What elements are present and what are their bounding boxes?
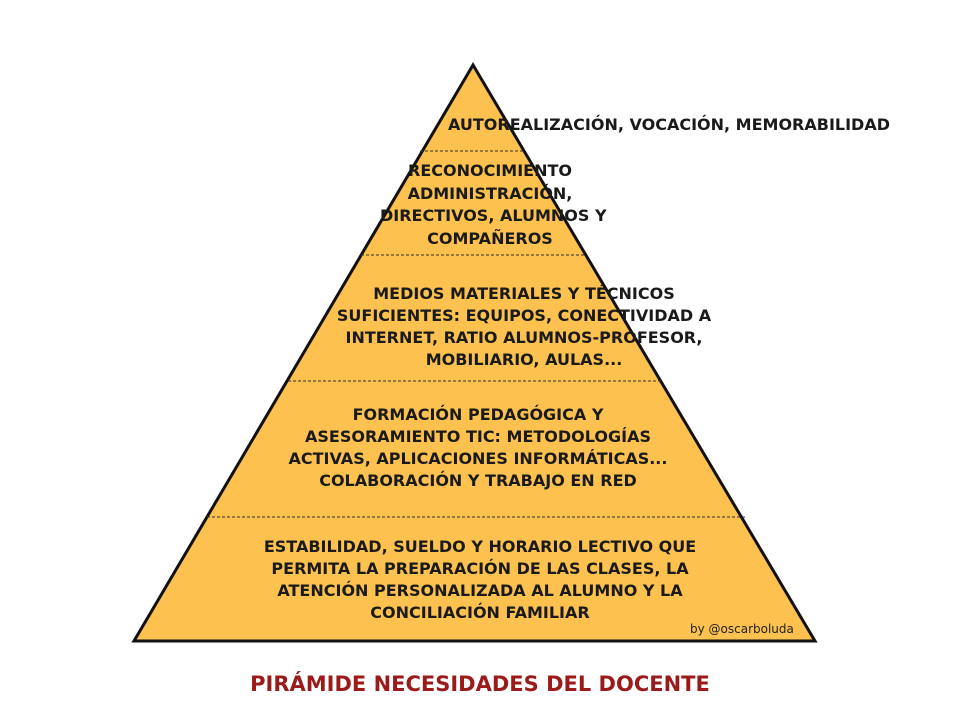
tier-5-line: ATENCIÓN PERSONALIZADA AL ALUMNO Y LA [277, 581, 683, 600]
tier-1-text: AUTOREALIZACIÓN, VOCACIÓN, MEMORABILIDAD [448, 114, 890, 136]
author-credit: by @oscarboluda [690, 622, 794, 636]
tier-1-line: AUTOREALIZACIÓN, VOCACIÓN, MEMORABILIDAD [448, 115, 890, 134]
tier-2-text: RECONOCIMIENTO ADMINISTRACIÓN, DIRECTIVO… [380, 160, 607, 250]
tier-3-line: MOBILIARIO, AULAS... [425, 350, 623, 369]
tier-2-line: ADMINISTRACIÓN, [407, 183, 573, 203]
tier-3-line: MEDIOS MATERIALES Y TÉCNICOS [373, 284, 675, 303]
tier-3-line: INTERNET, RATIO ALUMNOS-PROFESOR, [345, 328, 703, 347]
pyramid-shape [131, 62, 818, 643]
tier-2-line: DIRECTIVOS, ALUMNOS Y [380, 206, 607, 225]
tier-5-line: PERMITA LA PREPARACIÓN DE LAS CLASES, LA [271, 559, 689, 578]
tier-5-text: ESTABILIDAD, SUELDO Y HORARIO LECTIVO QU… [240, 536, 720, 624]
tier-2-line: RECONOCIMIENTO [408, 161, 572, 180]
tier-2-line: COMPAÑEROS [427, 228, 553, 248]
tier-4-line: COLABORACIÓN Y TRABAJO EN RED [319, 471, 637, 490]
tier-4-line: FORMACIÓN PEDAGÓGICA Y [352, 405, 604, 424]
tier-3-line: SUFICIENTES: EQUIPOS, CONECTIVIDAD A [336, 306, 712, 325]
tier-5-line: CONCILIACIÓN FAMILIAR [370, 603, 590, 622]
tier-3-text: MEDIOS MATERIALES Y TÉCNICOS SUFICIENTES… [324, 283, 724, 371]
diagram-title: PIRÁMIDE NECESIDADES DEL DOCENTE [250, 672, 710, 696]
tier-4-line: ACTIVAS, APLICACIONES INFORMÁTICAS... [288, 449, 668, 468]
tier-5-line: ESTABILIDAD, SUELDO Y HORARIO LECTIVO QU… [263, 537, 697, 556]
tier-4-text: FORMACIÓN PEDAGÓGICA Y ASESORAMIENTO TIC… [270, 404, 686, 492]
tier-4-line: ASESORAMIENTO TIC: METODOLOGÍAS [305, 427, 651, 446]
